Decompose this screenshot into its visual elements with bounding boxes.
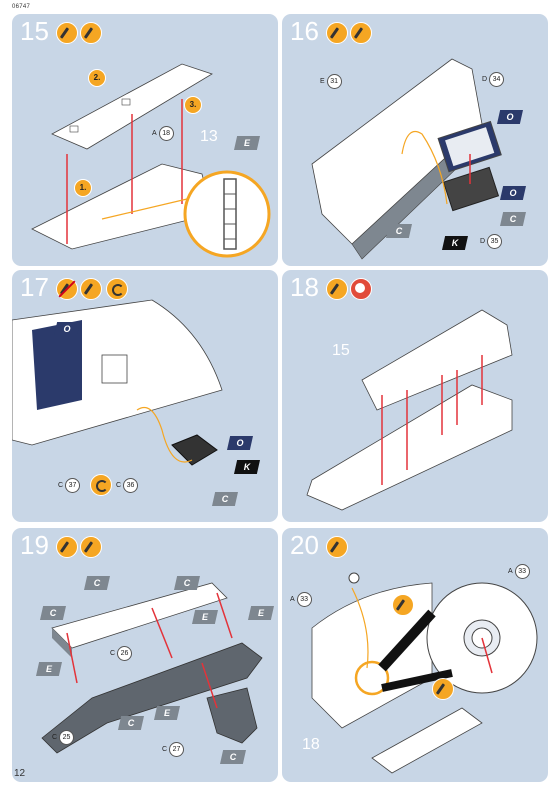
glue-icon [56, 22, 78, 44]
step-number: 15 [20, 16, 49, 46]
step-17-illustration [12, 299, 223, 466]
reference-step-15: 15 [332, 342, 350, 359]
paint-flag-c: C [84, 576, 110, 590]
paint-flag-k: K [234, 460, 260, 474]
step-number: 16 [290, 16, 319, 46]
paint-flag-o: O [500, 186, 526, 200]
step-number: 20 [290, 530, 319, 560]
paint-flag-c: C [386, 224, 412, 238]
substep-1: 1. [74, 179, 92, 197]
paint-flag-c: C [220, 750, 246, 764]
paint-flag-c: C [118, 716, 144, 730]
glue-callout-icon [392, 594, 414, 616]
step-15-illustration [31, 63, 271, 258]
catalog-code: 06747 [12, 4, 31, 10]
brush-icon [80, 536, 102, 558]
step-number: 17 [20, 272, 49, 302]
paint-flag-e: E [36, 662, 62, 676]
glue-icon [326, 278, 348, 300]
paint-flag-c: C [212, 492, 238, 506]
paint-flag-o: O [497, 110, 523, 124]
rotate-icon [90, 474, 112, 496]
paint-flag-k: K [442, 236, 468, 250]
paint-flag-e: E [192, 610, 218, 624]
reference-step-13: 13 [200, 128, 218, 145]
brush-icon [80, 22, 102, 44]
step-19-illustration [41, 582, 263, 754]
step-number: 18 [290, 272, 319, 302]
step-18-illustration [306, 309, 513, 511]
step-16-illustration [311, 58, 502, 260]
no-glue-icon [56, 278, 78, 300]
paint-flag-e: E [248, 606, 274, 620]
step-number: 19 [20, 530, 49, 560]
paint-flag-e: E [154, 706, 180, 720]
rotate-icon [106, 278, 128, 300]
brush-icon [350, 22, 372, 44]
reference-step-18: 18 [302, 736, 320, 753]
paint-flag-c: C [500, 212, 526, 226]
step-18-panel: 18 15 [282, 270, 548, 522]
brush-icon [80, 278, 102, 300]
page-number: 12 [14, 768, 26, 779]
clock-icon [350, 278, 372, 300]
glue-icon [326, 22, 348, 44]
paint-flag-e: E [234, 136, 260, 150]
step-20-illustration [311, 572, 538, 774]
paint-flag-o: O [54, 322, 80, 336]
paint-flag-c: C [174, 576, 200, 590]
substep-3: 3. [184, 96, 202, 114]
substep-2: 2. [88, 69, 106, 87]
paint-flag-c: C [40, 606, 66, 620]
glue-icon [326, 536, 348, 558]
glue-callout-icon [432, 678, 454, 700]
glue-icon [56, 536, 78, 558]
paint-flag-o: O [227, 436, 253, 450]
